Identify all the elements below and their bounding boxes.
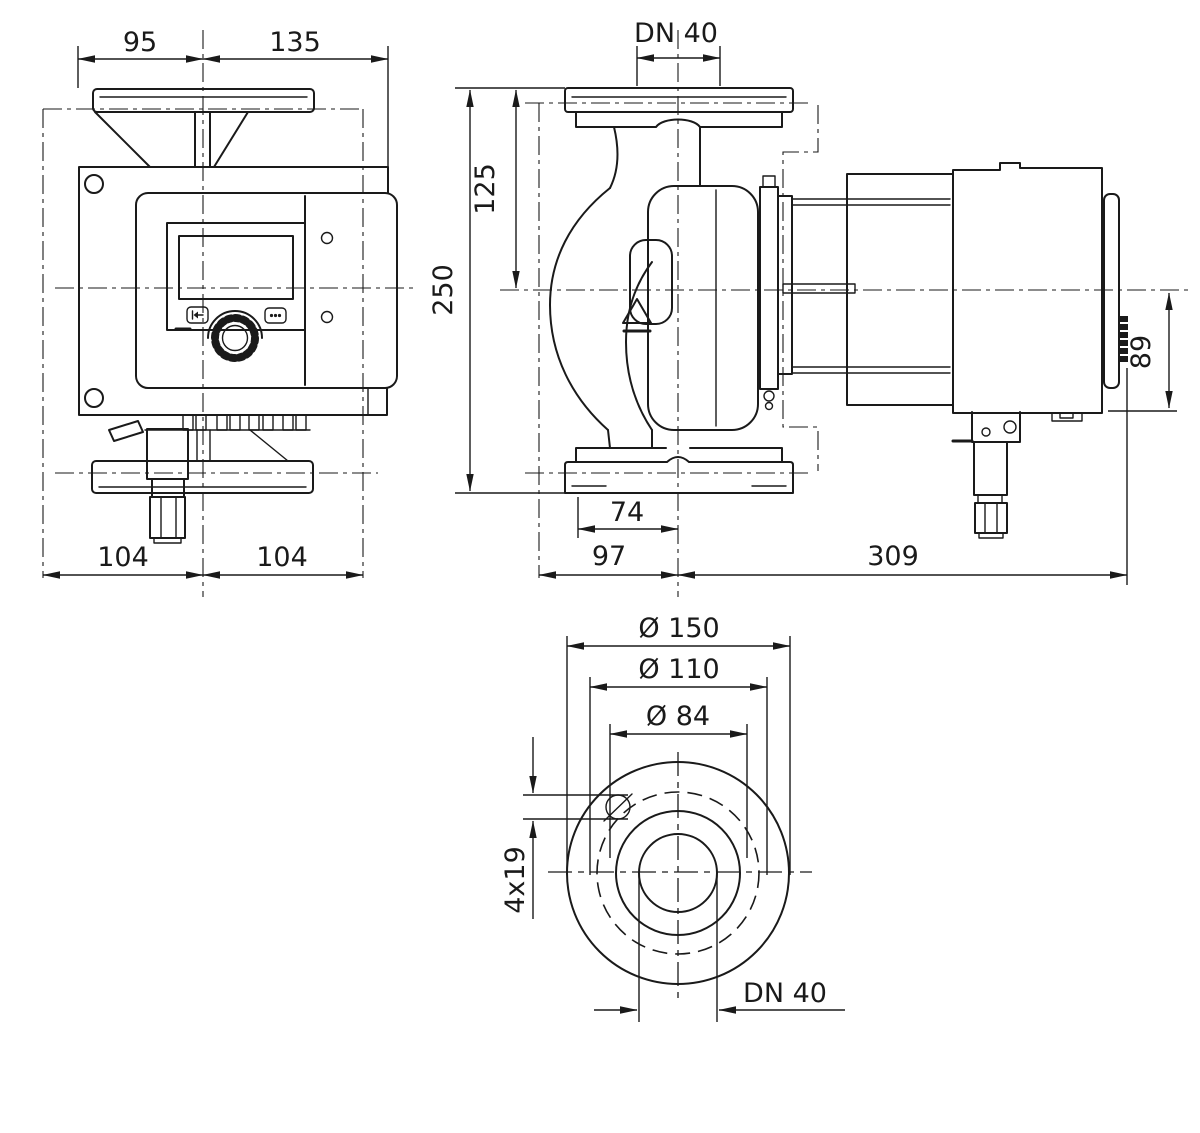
- front-bottom-flange: [91, 460, 314, 494]
- dim-89-label: 89: [1126, 335, 1157, 369]
- front-dimensions: 95 135 104 104: [42, 27, 389, 579]
- dim-4x19-label: 4x19: [500, 846, 531, 914]
- motor-adapter: [777, 195, 793, 375]
- side-phantom-step: [782, 105, 819, 471]
- bolt-hole: [603, 793, 633, 822]
- module-screw: [320, 231, 334, 245]
- extension-lines: [77, 46, 389, 188]
- dim-250-label: 250: [428, 264, 459, 316]
- module-screw: [320, 310, 334, 324]
- cable-gland-front: [108, 420, 189, 544]
- side-top-flange: [564, 87, 794, 128]
- extension-lines: [455, 87, 565, 494]
- side-dimensions: DN 40 125 250 74 97 309 89: [428, 18, 1177, 585]
- front-pump-body: [78, 166, 389, 416]
- dim-95-label: 95: [123, 27, 157, 58]
- side-bottom-flange: [564, 447, 794, 494]
- display-cover-edge: [1103, 193, 1120, 389]
- side-flange-centerlines: [525, 102, 812, 474]
- knob-teeth: [211, 314, 259, 362]
- flange-centerlines: [548, 752, 812, 1000]
- flange-dimensions: Ø 150 Ø 110 Ø 84 4x19 DN 40: [500, 613, 845, 1022]
- front-top-flange: [92, 88, 315, 168]
- suction-pipe: [607, 429, 653, 449]
- mounting-hole: [84, 388, 104, 408]
- volute-outer-curve: [549, 187, 611, 431]
- sensor-dome: [629, 239, 673, 325]
- volute: [549, 126, 759, 449]
- dim-dn40-top-label: DN 40: [634, 18, 718, 49]
- module-shell: [135, 192, 398, 389]
- bolt-hole-tangents: [523, 794, 628, 820]
- dim-135-label: 135: [269, 27, 321, 58]
- terminal-strip: [144, 414, 311, 462]
- volute-body: [647, 185, 759, 431]
- front-phantom-outline: [42, 108, 364, 578]
- motor: [759, 162, 1128, 422]
- dim-d150-label: Ø 150: [638, 613, 719, 644]
- dim-74-label: 74: [610, 497, 644, 528]
- module-gland-boss: [1051, 412, 1083, 422]
- control-knob: [207, 310, 263, 362]
- front-centerlines: [42, 30, 418, 597]
- connector-ribs: [1119, 316, 1128, 362]
- discharge-neck: [609, 126, 701, 189]
- gland-bracket: [971, 411, 1021, 443]
- bolt-circle: [596, 791, 760, 955]
- display-screen: [178, 235, 294, 300]
- flow-direction-icon: [622, 298, 652, 333]
- nameplate-bracket: [782, 283, 856, 294]
- extension-lines: [566, 636, 791, 875]
- back-button: [186, 306, 209, 324]
- cable-gland-side: [951, 411, 1021, 539]
- dim-d84-label: Ø 84: [646, 701, 710, 732]
- front-view: 95 135 104 104: [42, 27, 418, 597]
- flange-lip: [575, 111, 783, 128]
- extension-lines: [636, 46, 721, 86]
- dim-d110-label: Ø 110: [638, 654, 719, 685]
- side-centerlines: [500, 30, 1188, 597]
- dim-125-label: 125: [470, 163, 501, 215]
- flange-bolt: [763, 390, 775, 402]
- angled-connector: [108, 420, 144, 442]
- suction-neck-lines: [196, 429, 289, 462]
- raised-face-circle: [615, 810, 741, 936]
- context-button: [264, 307, 287, 324]
- extension-lines: [609, 724, 748, 858]
- control-module-front: [135, 192, 398, 389]
- extension-lines: [589, 677, 768, 875]
- mounting-hole: [84, 174, 104, 194]
- display-frame: [166, 222, 306, 331]
- tie-bolts: [791, 198, 951, 374]
- dots-icon: [269, 313, 274, 318]
- extension-lines: [638, 873, 718, 1022]
- volute-inner-curve: [625, 261, 653, 431]
- control-module-side: [952, 162, 1103, 414]
- motor-flange-plate: [759, 186, 779, 390]
- dim-309-label: 309: [867, 541, 919, 572]
- dim-dn40-bottom-label: DN 40: [743, 978, 827, 1009]
- flange-lip: [575, 447, 783, 463]
- front-discharge-neck: [94, 111, 249, 168]
- flange-bolt: [762, 175, 776, 188]
- dim-104-right-label: 104: [256, 542, 308, 573]
- flange-view: Ø 150 Ø 110 Ø 84 4x19 DN 40: [500, 613, 845, 1022]
- side-view: DN 40 125 250 74 97 309 89: [428, 18, 1188, 597]
- dim-97-label: 97: [592, 541, 626, 572]
- dim-104-left-label: 104: [97, 542, 149, 573]
